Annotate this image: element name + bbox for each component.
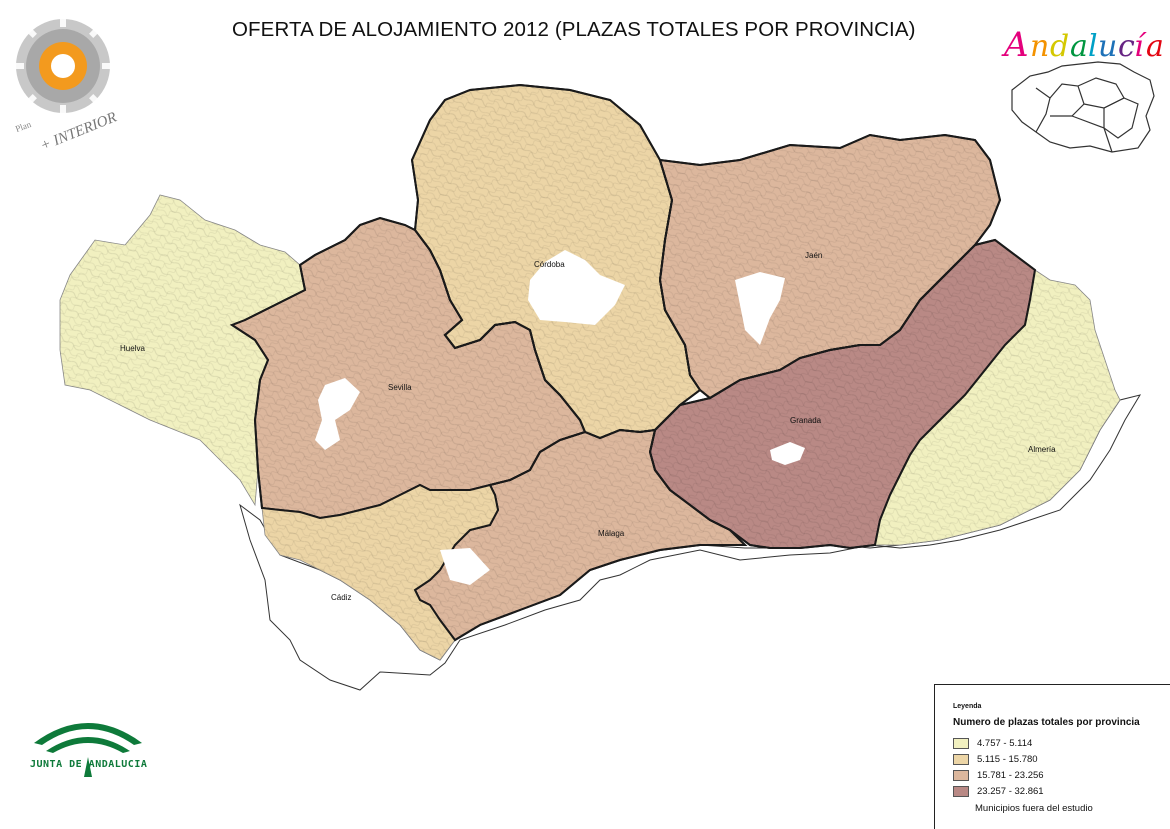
legend-heading: Leyenda bbox=[953, 703, 982, 710]
relief-texture bbox=[262, 485, 498, 660]
label-cadiz: Cádiz bbox=[331, 593, 351, 602]
svg-text:u: u bbox=[1098, 29, 1117, 64]
province-labels: Huelva Sevilla Córdoba Jaén Granada Alme… bbox=[120, 251, 1056, 602]
label-huelva: Huelva bbox=[120, 344, 145, 353]
legend-swatch bbox=[953, 753, 969, 765]
outside-study-areas bbox=[315, 250, 805, 585]
andalucia-logo: A n d a l u c í a bbox=[1001, 25, 1164, 153]
junta-logo bbox=[34, 723, 142, 777]
legend-outside-label: Municipios fuera del estudio bbox=[975, 802, 1093, 814]
relief-shading bbox=[60, 83, 1120, 660]
legend-label: 4.757 - 5.114 bbox=[977, 737, 1033, 749]
relief-texture bbox=[660, 135, 1000, 398]
legend-item: 5.115 - 15.780 bbox=[953, 753, 1038, 765]
label-granada: Granada bbox=[790, 416, 822, 425]
svg-text:a: a bbox=[1146, 29, 1164, 64]
province-border bbox=[413, 428, 748, 642]
svg-text:l: l bbox=[1088, 29, 1098, 64]
svg-text:n: n bbox=[1030, 29, 1049, 64]
legend-swatch bbox=[953, 737, 969, 749]
map-title: OFERTA DE ALOJAMIENTO 2012 (PLAZAS TOTAL… bbox=[232, 18, 916, 41]
legend-swatch bbox=[953, 769, 969, 781]
legend-item: 15.781 - 23.256 bbox=[953, 769, 1044, 781]
svg-text:c: c bbox=[1118, 29, 1135, 64]
relief-texture bbox=[60, 195, 305, 505]
relief-texture bbox=[650, 240, 1035, 548]
legend-label: 23.257 - 32.861 bbox=[977, 785, 1044, 797]
relief-texture bbox=[875, 270, 1120, 545]
junta-logo-text: JUNTA DE ANDALUCIA bbox=[30, 759, 148, 770]
label-almeria: Almería bbox=[1028, 445, 1056, 454]
map-legend: Leyenda Numero de plazas totales por pro… bbox=[934, 684, 1170, 829]
legend-item: 23.257 - 32.861 bbox=[953, 785, 1044, 797]
legend-item: 4.757 - 5.114 bbox=[953, 737, 1032, 749]
label-malaga: Málaga bbox=[598, 529, 625, 538]
relief-texture bbox=[415, 430, 745, 640]
svg-text:a: a bbox=[1070, 29, 1088, 64]
legend-label: 15.781 - 23.256 bbox=[977, 769, 1044, 781]
svg-text:A: A bbox=[1001, 25, 1029, 65]
legend-swatch bbox=[953, 785, 969, 797]
label-jaen: Jaén bbox=[805, 251, 822, 260]
province-border bbox=[648, 238, 1037, 550]
legend-subtitle: Numero de plazas totales por provincia bbox=[953, 717, 1140, 728]
label-cordoba: Córdoba bbox=[534, 260, 565, 269]
svg-text:d: d bbox=[1050, 29, 1069, 64]
label-sevilla: Sevilla bbox=[388, 383, 412, 392]
legend-swatch-blank bbox=[953, 804, 967, 813]
plan-interior-logo: Plan + INTERIOR bbox=[14, 17, 119, 154]
legend-item-outside: Municipios fuera del estudio bbox=[953, 802, 1093, 814]
legend-label: 5.115 - 15.780 bbox=[977, 753, 1038, 765]
